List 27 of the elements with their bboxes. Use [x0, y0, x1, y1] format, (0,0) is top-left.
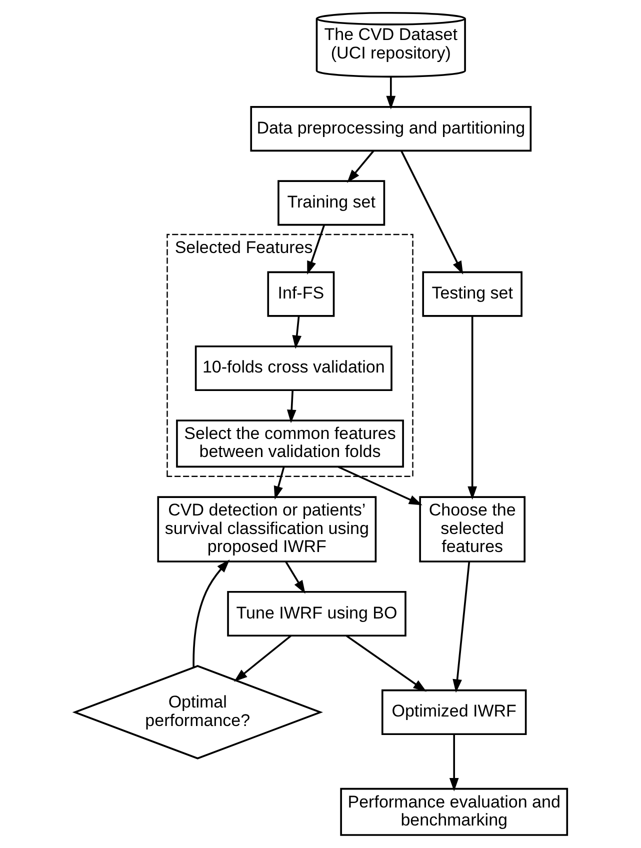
node-box: Data preprocessing and partitioning [250, 106, 532, 152]
arrow [284, 561, 305, 594]
arrow [452, 561, 470, 693]
arrow [192, 559, 230, 668]
arrow [306, 224, 324, 275]
arrow [346, 150, 374, 183]
node-box: 10-folds cross validation [194, 345, 392, 392]
node-box: CVD detection or patients’ survival classification using proposed IWRF [156, 496, 376, 562]
node-box: Choose the selected features [418, 496, 525, 562]
arrow [292, 316, 302, 349]
arrow [286, 390, 296, 424]
arrow [273, 466, 284, 500]
node-box: Select the common features between validation folds [176, 420, 404, 468]
node-box: Testing set [422, 271, 522, 317]
node-box: Performance evaluation and benchmarking [340, 788, 568, 836]
node-box: Optimized IWRF [380, 689, 526, 736]
node-diamond: Optimal performance? [72, 665, 322, 760]
arrow [386, 76, 396, 110]
arrow [400, 150, 463, 274]
arrow [346, 635, 426, 692]
arrow [448, 734, 458, 792]
arrow [338, 466, 422, 506]
arrow [233, 635, 291, 682]
arrow [467, 316, 477, 500]
node-box: Tune IWRF using BO [226, 590, 406, 637]
node-box: Inf-FS [266, 271, 334, 317]
node-box: Training set [277, 180, 385, 226]
